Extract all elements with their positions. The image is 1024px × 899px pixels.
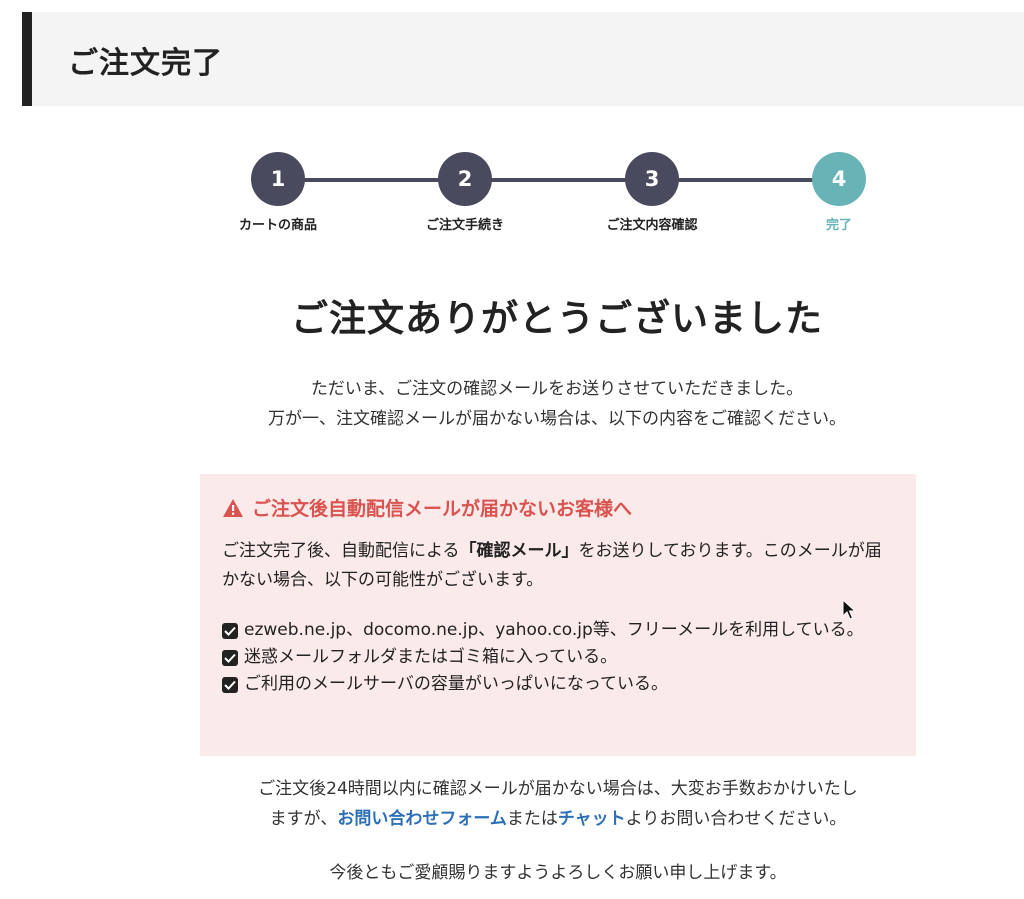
step-checkout: 2 ご注文手続き (387, 152, 543, 233)
list-item-text: 迷惑メールフォルダまたはゴミ箱に入っている。 (244, 647, 618, 667)
warning-triangle-icon (222, 498, 244, 518)
step-number: 2 (438, 152, 492, 206)
followup-text: ご注文後24時間以内に確認メールが届かない場合は、大変お手数おかけいたし ますが… (200, 774, 916, 834)
chat-link[interactable]: チャット (557, 809, 626, 829)
list-item: 迷惑メールフォルダまたはゴミ箱に入っている。 (222, 644, 894, 671)
followup-text-part: ますが、 (269, 809, 338, 829)
contact-form-link[interactable]: お問い合わせフォーム (337, 809, 507, 829)
notice-body: ご注文完了後、自動配信による「確認メール」をお送りしております。このメールが届か… (222, 537, 894, 595)
notice-body-text: ご注文完了後、自動配信による (222, 541, 460, 561)
thank-you-heading: ご注文ありがとうございました (291, 297, 823, 340)
notice-title: ご注文後自動配信メールが届かないお客様へ (222, 494, 894, 521)
step-cart: 1 カートの商品 (200, 152, 356, 233)
step-number: 3 (625, 152, 679, 206)
list-item: ezweb.ne.jp、docomo.ne.jp、yahoo.co.jp等、フリ… (222, 617, 894, 644)
step-number: 4 (812, 152, 866, 206)
intro-line: 万が一、注文確認メールが届かない場合は、以下の内容をご確認ください。 (268, 409, 846, 429)
confirmation-mail-emphasis: 「確認メール」 (459, 541, 579, 561)
step-complete: 4 完了 (761, 152, 917, 233)
list-item: ご利用のメールサーバの容量がいっぱいになっている。 (222, 671, 894, 698)
notice-body-text: をお送りしております。このメールが届かない場合、以下の可能性がございます。 (222, 541, 882, 590)
stepper-line (278, 178, 840, 182)
list-item-text: ご利用のメールサーバの容量がいっぱいになっている。 (244, 674, 668, 694)
followup-text-part: よりお問い合わせください。 (625, 809, 847, 829)
step-confirm: 3 ご注文内容確認 (574, 152, 730, 233)
followup-line: ますが、お問い合わせフォームまたはチャットよりお問い合わせください。 (200, 804, 916, 834)
notice-title-text: ご注文後自動配信メールが届かないお客様へ (252, 498, 633, 520)
closing-message: 今後ともご愛顧賜りますようよろしくお願い申し上げます。 (329, 863, 787, 883)
list-item-text: ezweb.ne.jp、docomo.ne.jp、yahoo.co.jp等、フリ… (244, 620, 864, 640)
step-label: ご注文内容確認 (606, 218, 698, 233)
intro-text: ただいま、ご注文の確認メールをお送りさせていただきました。 万が一、注文確認メー… (0, 374, 1024, 434)
followup-line: ご注文後24時間以内に確認メールが届かない場合は、大変お手数おかけいたし (258, 779, 858, 799)
page-header: ご注文完了 (22, 12, 1024, 106)
page-title: ご注文完了 (68, 46, 223, 81)
mouse-cursor-icon (842, 599, 856, 620)
step-label: 完了 (825, 218, 852, 233)
checkbox-checked-icon (222, 623, 238, 639)
step-label: ご注文手続き (425, 218, 504, 233)
step-number: 1 (251, 152, 305, 206)
intro-line: ただいま、ご注文の確認メールをお送りさせていただきました。 (310, 379, 804, 399)
step-label: カートの商品 (238, 218, 317, 233)
cause-checklist: ezweb.ne.jp、docomo.ne.jp、yahoo.co.jp等、フリ… (222, 617, 894, 698)
order-stepper: 1 カートの商品 2 ご注文手続き 3 ご注文内容確認 4 完了 (200, 152, 920, 242)
checkbox-checked-icon (222, 677, 238, 693)
followup-text-part: または (506, 809, 558, 829)
email-notice-box: ご注文後自動配信メールが届かないお客様へ ご注文完了後、自動配信による「確認メー… (200, 474, 916, 756)
checkbox-checked-icon (222, 650, 238, 666)
